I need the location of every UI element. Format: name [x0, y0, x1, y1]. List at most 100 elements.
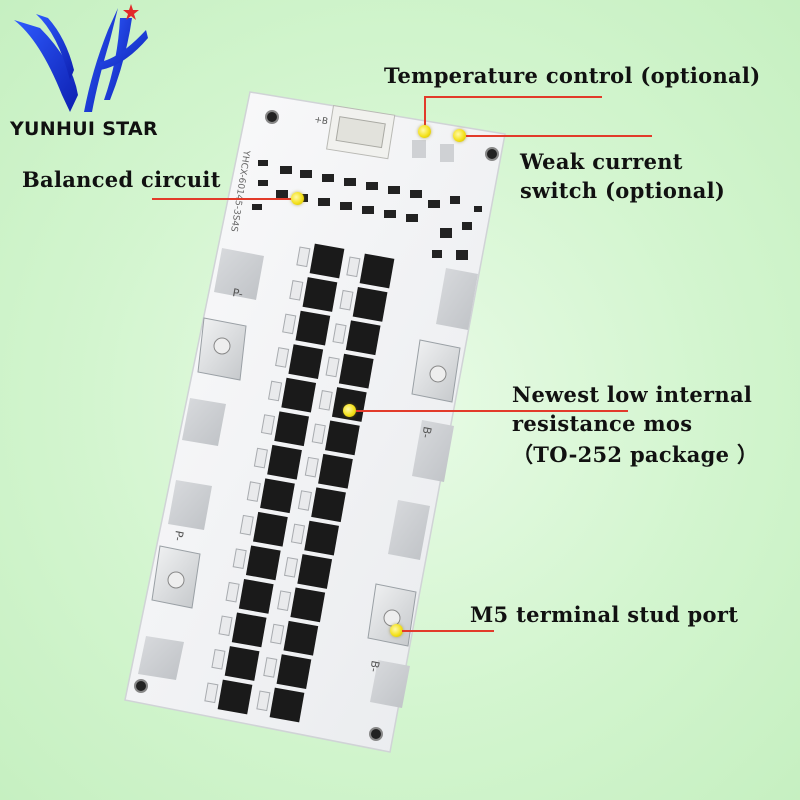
mosfet-pad — [318, 390, 333, 411]
callout-temperature: Temperature control (optional) — [384, 63, 761, 88]
silk-p-top: P- — [231, 286, 243, 301]
balanced-dot — [291, 192, 304, 205]
logo-stroke-1 — [14, 20, 78, 112]
mount-hole-tr — [485, 147, 499, 161]
mosfet — [231, 612, 267, 648]
mosfet-pad — [304, 456, 319, 478]
mosfet-pad — [283, 556, 299, 578]
callout-weak-2: switch (optional) — [520, 178, 726, 203]
mosfet — [295, 310, 331, 346]
mosfet — [302, 277, 338, 312]
mosfet-pad — [277, 590, 292, 611]
callout-weak-line — [466, 135, 652, 137]
logo-text: YUNHUI STAR — [10, 118, 158, 140]
mosfet — [352, 287, 388, 322]
mosfet — [325, 420, 360, 456]
mosfet-pad — [296, 246, 311, 268]
mosfet-pad — [311, 423, 326, 445]
mosfet-pad — [325, 356, 340, 378]
mosfet — [345, 320, 381, 356]
terminal-b-bottom — [367, 583, 417, 647]
mosfet — [238, 579, 274, 614]
mos-dot — [343, 404, 356, 417]
mosfet-pad — [211, 648, 226, 670]
terminal-p-top — [197, 317, 247, 381]
callout-m5-line — [402, 630, 494, 632]
mosfet-column-right — [256, 253, 395, 723]
pcb-outline — [124, 91, 506, 753]
mosfet-pad — [218, 615, 233, 637]
callout-m5: M5 terminal stud port — [470, 602, 739, 627]
mosfet — [359, 253, 395, 289]
pad-right-3 — [388, 500, 430, 560]
mosfet-pad — [297, 490, 312, 511]
m5-dot — [390, 624, 403, 637]
callout-mos-line — [356, 410, 628, 412]
mosfet-pad — [290, 523, 306, 545]
mosfet — [253, 511, 288, 547]
mosfet-pad — [270, 623, 285, 645]
silk-connector: +B — [313, 115, 328, 127]
silk-p-bottom: P- — [171, 529, 186, 541]
mosfet — [224, 646, 260, 681]
mount-hole-bl — [134, 679, 148, 693]
mosfet — [311, 487, 346, 523]
mosfet-pad — [267, 380, 283, 402]
mount-hole-br — [369, 727, 383, 741]
pad-right-2 — [412, 420, 454, 482]
mosfet-pad — [253, 447, 268, 469]
logo-stroke-5 — [100, 30, 148, 70]
mosfet — [290, 587, 326, 623]
brand-logo — [14, 4, 148, 112]
mosfet-pad — [225, 581, 240, 603]
weak-current-dot — [453, 129, 466, 142]
mosfet-pad — [282, 313, 297, 335]
callout-weak-1: Weak current — [520, 149, 683, 174]
logo-star-icon — [123, 4, 139, 20]
mosfet — [245, 545, 281, 581]
mosfet-pad — [204, 682, 219, 704]
mosfet — [283, 620, 319, 656]
callout-mos-3: （TO-252 package ） — [512, 442, 759, 467]
pad-left-3 — [168, 480, 212, 530]
pad-left-1 — [214, 248, 264, 300]
callout-temperature-vline — [424, 96, 426, 128]
mosfet — [267, 444, 302, 480]
mosfet-pad — [256, 690, 271, 712]
mosfet — [297, 554, 333, 589]
silk-b-bottom: B- — [367, 659, 382, 673]
mosfet-pad — [232, 548, 247, 569]
mosfet-pad — [239, 514, 254, 536]
mosfet — [318, 453, 353, 489]
smd-area — [252, 160, 482, 260]
mosfet-column-left — [204, 243, 345, 715]
callout-temperature-line — [424, 96, 602, 98]
mosfet-pad — [260, 414, 276, 435]
logo-stroke-2 — [36, 14, 74, 80]
mosfet — [338, 353, 374, 389]
silk-b-right: B- — [419, 425, 434, 439]
terminal-b-right — [411, 339, 461, 403]
pad-right-1 — [436, 268, 478, 330]
mosfet — [217, 679, 253, 715]
mosfet-pad — [339, 289, 354, 311]
mosfet — [304, 520, 339, 556]
pad-left-2 — [182, 398, 226, 446]
mosfet — [274, 411, 309, 447]
pad-right-4 — [370, 660, 410, 708]
logo-stroke-3 — [84, 8, 118, 112]
callout-mos-2: resistance mos — [512, 411, 693, 436]
mosfet — [260, 478, 295, 514]
callout-balanced: Balanced circuit — [22, 167, 221, 192]
mosfet — [276, 654, 312, 689]
mosfet — [309, 243, 345, 279]
mosfet-pad — [332, 323, 347, 344]
mosfet-pad — [289, 280, 304, 301]
temperature-dot — [418, 125, 431, 138]
mosfet-pad — [275, 347, 290, 368]
mosfet — [281, 377, 317, 413]
callout-mos-1: Newest low internal — [512, 382, 753, 407]
mosfet-pad — [263, 657, 278, 678]
terminal-p-bottom — [151, 545, 201, 609]
